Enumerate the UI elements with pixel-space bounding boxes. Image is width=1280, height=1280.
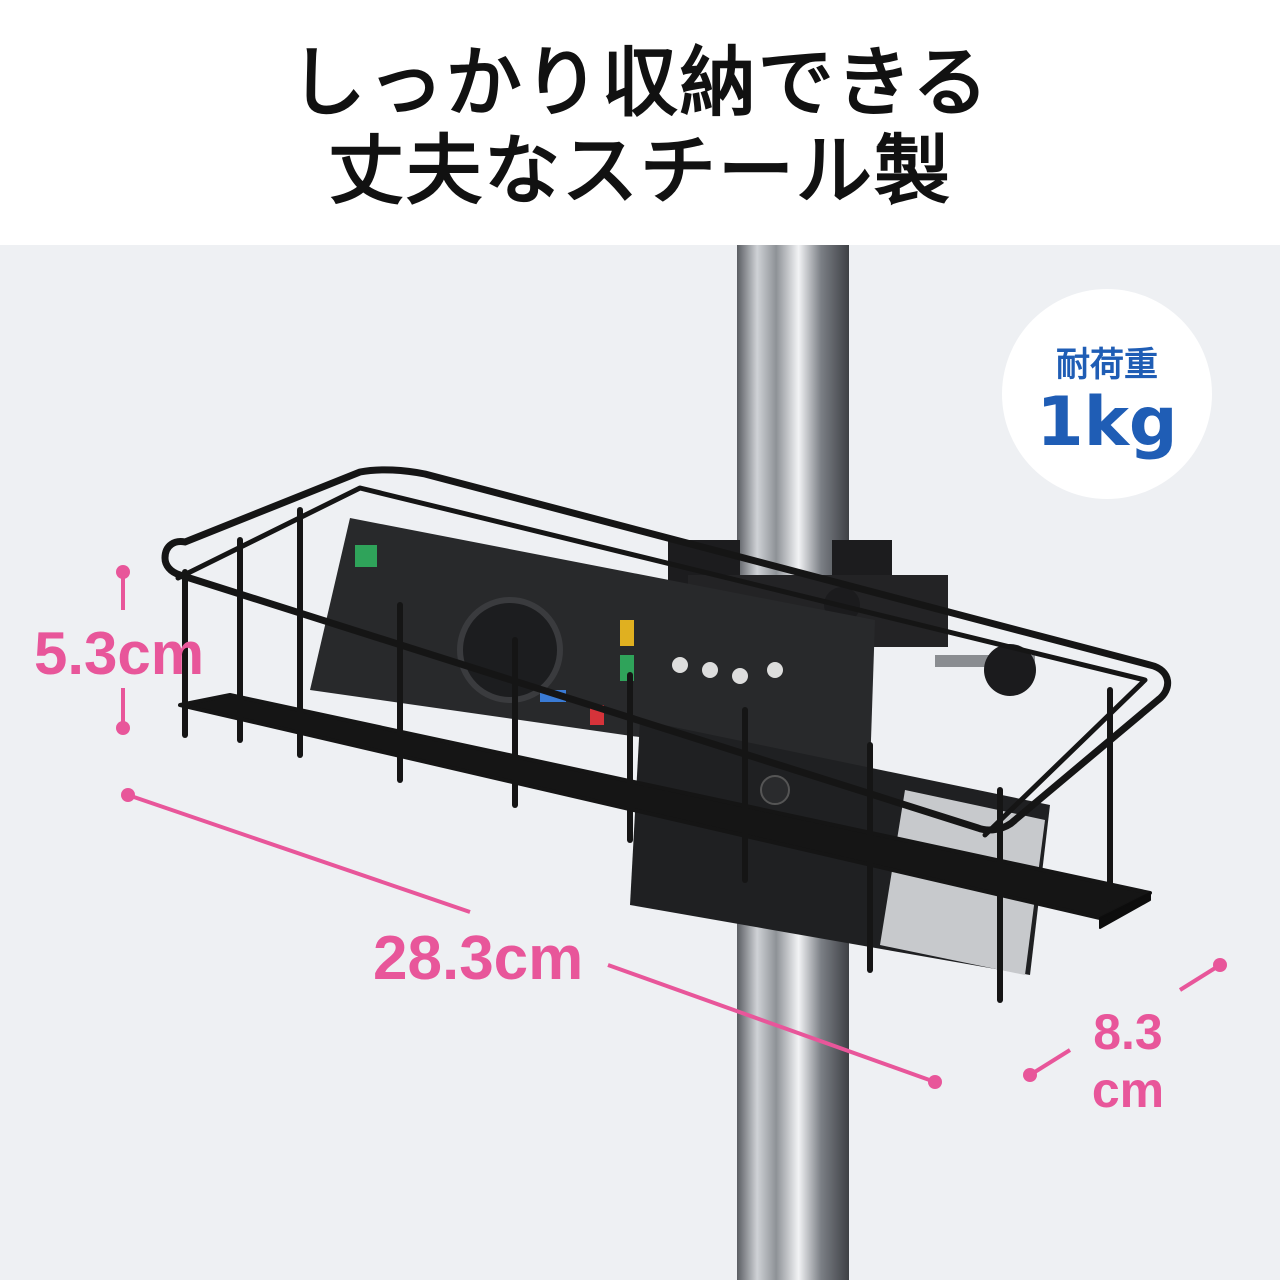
depth-dimension-line: [1023, 958, 1227, 1082]
width-dimension-line: [121, 788, 942, 1089]
load-capacity-badge: 耐荷重 1kg: [1002, 289, 1212, 499]
header-band: しっかり収納できる 丈夫なスチール製: [0, 0, 1280, 245]
wire-basket: [161, 466, 1171, 1003]
depth-dimension-label: 8.3 cm: [1078, 1004, 1178, 1119]
height-dimension-line: [116, 565, 130, 735]
headline-line-2: 丈夫なスチール製: [328, 126, 952, 215]
height-dimension-label: 5.3cm: [34, 620, 205, 687]
depth-dimension-number: 8.3: [1093, 1004, 1163, 1060]
headline-line-1: しっかり収納できる: [289, 38, 991, 127]
load-capacity-label: 耐荷重: [1056, 345, 1158, 385]
load-capacity-value: 1kg: [1036, 383, 1178, 462]
depth-dimension-unit: cm: [1091, 1061, 1165, 1118]
tv-remote-black: [310, 518, 875, 770]
width-dimension-label: 28.3cm: [373, 924, 584, 993]
